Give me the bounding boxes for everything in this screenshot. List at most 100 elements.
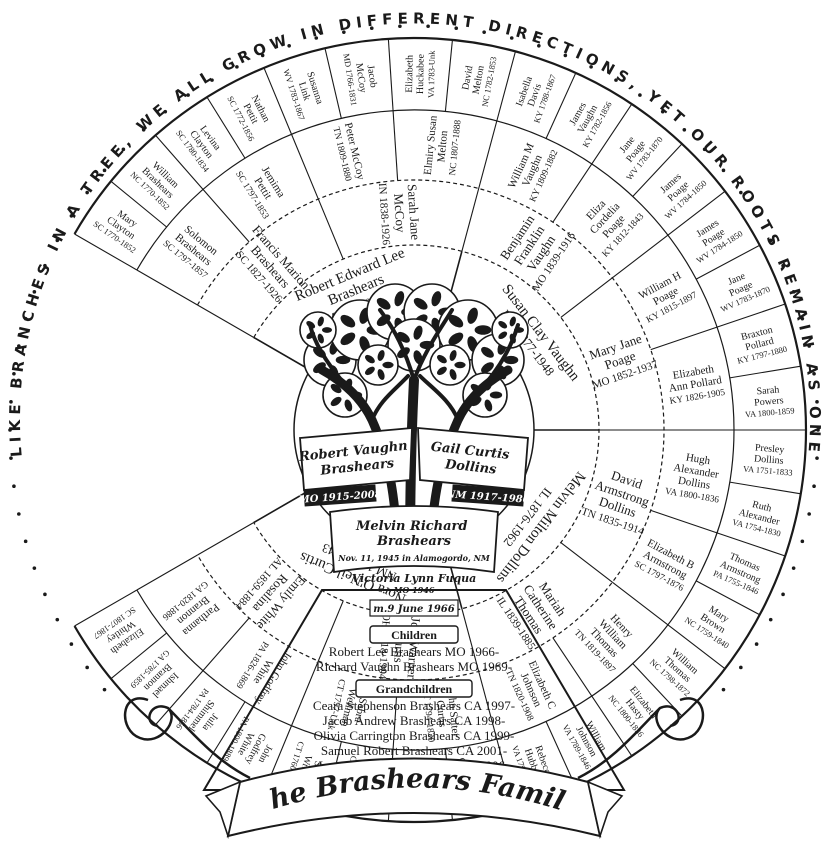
ancestor-label: JamesVaughnKY 1782-1856 xyxy=(561,89,614,149)
sector-divider xyxy=(197,522,255,556)
ancestor-name: Peter McCoyTN 1809-1880 xyxy=(330,121,367,184)
leaf xyxy=(377,350,385,361)
sector-divider xyxy=(478,671,498,740)
descendant-name: Robert Lee Brashears MO 1966- xyxy=(329,644,499,659)
ancestor-name: SusannaLinkWV 1783-1867 xyxy=(281,61,328,121)
ancestor-label: ElizaCordeliaPoageKY 1812-1843 xyxy=(573,185,647,260)
ancestor-name: NathanPettitSC 1772-1856 xyxy=(225,84,276,143)
leaf xyxy=(377,369,385,380)
sector-divider xyxy=(317,600,344,662)
ancestor-label: HughAlexanderDollinsVA 1800-1836 xyxy=(664,451,720,505)
ancestor-dates: NC 1807-1888 xyxy=(448,119,463,176)
center-name: Melvin Richard Brashears xyxy=(355,519,472,549)
ancestor-name: John GodfreyWhitePA 1826-1869 xyxy=(231,636,294,707)
tree-foliage xyxy=(299,283,529,418)
ancestor-name: ElizaCordeliaPoageKY 1812-1843 xyxy=(573,185,647,259)
right-scroll-ornament xyxy=(577,697,705,780)
ancestor-name: Emily WhiteRosalinaAL 1859-1884 xyxy=(232,554,309,633)
sector-divider xyxy=(716,532,786,557)
leaf xyxy=(340,332,356,346)
ancestor-name-line: Powers xyxy=(754,395,784,408)
leaf xyxy=(474,325,492,335)
leaf xyxy=(344,399,353,412)
ancestor-name-line: Elmiry Susan xyxy=(422,115,440,176)
rim-bead xyxy=(12,484,16,489)
marriage-box xyxy=(369,599,459,617)
ancestor-name: PresleyDollinsVA 1751-1833 xyxy=(743,442,795,478)
leaf xyxy=(317,333,324,344)
leaf xyxy=(484,399,493,412)
rim-bead xyxy=(537,43,541,48)
ancestor-label: John GodfreyWhitePA 1826-1869 xyxy=(231,636,294,707)
ancestor-name: DavidArmstrongDollinsTN 1835-1914 xyxy=(580,462,661,538)
rim-bead xyxy=(807,344,811,348)
rim-bead xyxy=(9,400,13,404)
ancestor-name: ElizabethWhitleySC 1807-1867 xyxy=(92,605,151,659)
sector-divider xyxy=(552,163,593,223)
leaf xyxy=(503,355,519,365)
children-list: Robert Lee Brashears MO 1966-Richard Vau… xyxy=(316,644,512,674)
sector-divider xyxy=(324,48,342,119)
ancestor-name-line: McCoy xyxy=(353,62,368,93)
ancestor-name: JemimaPettitSC 1797-1853 xyxy=(233,156,293,221)
ancestor-name: Mary JanePoageMO 1852-1937 xyxy=(581,328,660,391)
rim-bead xyxy=(721,687,726,692)
center-spouse-dates: MO 1946 xyxy=(393,585,435,595)
ancestor-name: JacobMcCoyMD 1766-1831 xyxy=(342,50,381,107)
leaf xyxy=(365,366,375,376)
leaf xyxy=(317,316,324,327)
ancestor-name: William MVaughnKY 1809-1882 xyxy=(504,138,560,204)
sector-divider xyxy=(496,51,516,122)
leaf xyxy=(467,307,478,324)
sector-divider xyxy=(632,143,683,197)
sector-divider xyxy=(612,581,669,626)
sector-divider xyxy=(253,336,311,371)
ancestor-label: JanePoageWV 1783-1870 xyxy=(719,270,772,314)
rim-bead xyxy=(638,93,642,97)
sector-divider xyxy=(444,39,453,112)
ancestor-name-line: Hugh xyxy=(685,451,712,467)
rim-bead xyxy=(589,65,593,69)
rim-bead xyxy=(121,147,126,152)
rim-bead xyxy=(163,109,168,114)
rim-bead xyxy=(739,190,743,195)
ancestor-label: DavidMeltonNC 1782-1853 xyxy=(460,56,498,108)
leaf xyxy=(449,350,457,361)
ancestor-label: MaryBrownNC 1759-1840 xyxy=(683,604,731,651)
ancestor-name-line: Melton xyxy=(471,65,487,95)
sector-divider xyxy=(392,110,399,181)
ancestor-name: JamesVaughnKY 1782-1856 xyxy=(561,89,614,149)
sector-divider xyxy=(650,509,718,534)
leaf xyxy=(321,327,333,333)
ancestor-label: RuthAlexanderVA 1754-1830 xyxy=(731,499,782,538)
scroll-ornaments xyxy=(123,697,705,780)
center-name-line1: Melvin Richard xyxy=(355,519,468,534)
sector-divider xyxy=(461,188,480,252)
sector-divider xyxy=(155,670,204,726)
ancestor-label: Elizabeth BArmstrongSC 1797-1876 xyxy=(632,537,696,594)
wife-name: Gail Curtis Dollins xyxy=(428,440,514,480)
wife-name-line2: Dollins xyxy=(443,457,497,477)
rim-bead xyxy=(426,24,430,29)
wedge-shape xyxy=(202,589,626,791)
rim-bead xyxy=(812,371,816,376)
ancestor-name: MaryClaytonSC 1770-1852 xyxy=(92,201,151,255)
sector-divider xyxy=(74,589,138,627)
ancestor-name-line: Sarah Jane xyxy=(405,184,424,241)
ancestor-name-line: Curtis xyxy=(434,700,449,728)
rim-bead xyxy=(43,592,47,597)
wife-banner: Gail Curtis Dollins NM 1917-1986 xyxy=(417,427,530,507)
ancestor-dates: VA 1751-1833 xyxy=(743,464,793,478)
husband-dates-badge xyxy=(303,484,377,507)
rim-bead xyxy=(235,65,239,69)
rim-bead xyxy=(85,665,89,670)
sector-divider xyxy=(202,189,250,243)
ancestor-label: JuliaShimmelPA 1784-1856 xyxy=(174,687,220,734)
ancestor-label: SolomonBrashearsSC 1797-1857 xyxy=(161,223,221,281)
leaf xyxy=(376,297,391,310)
rim-bead xyxy=(32,566,37,570)
descendants: Children Robert Lee Brashears MO 1966-Ri… xyxy=(313,625,515,773)
rim-bead xyxy=(563,53,568,58)
ancestor-name-line: Ruth xyxy=(751,499,773,514)
leaf xyxy=(498,331,508,340)
